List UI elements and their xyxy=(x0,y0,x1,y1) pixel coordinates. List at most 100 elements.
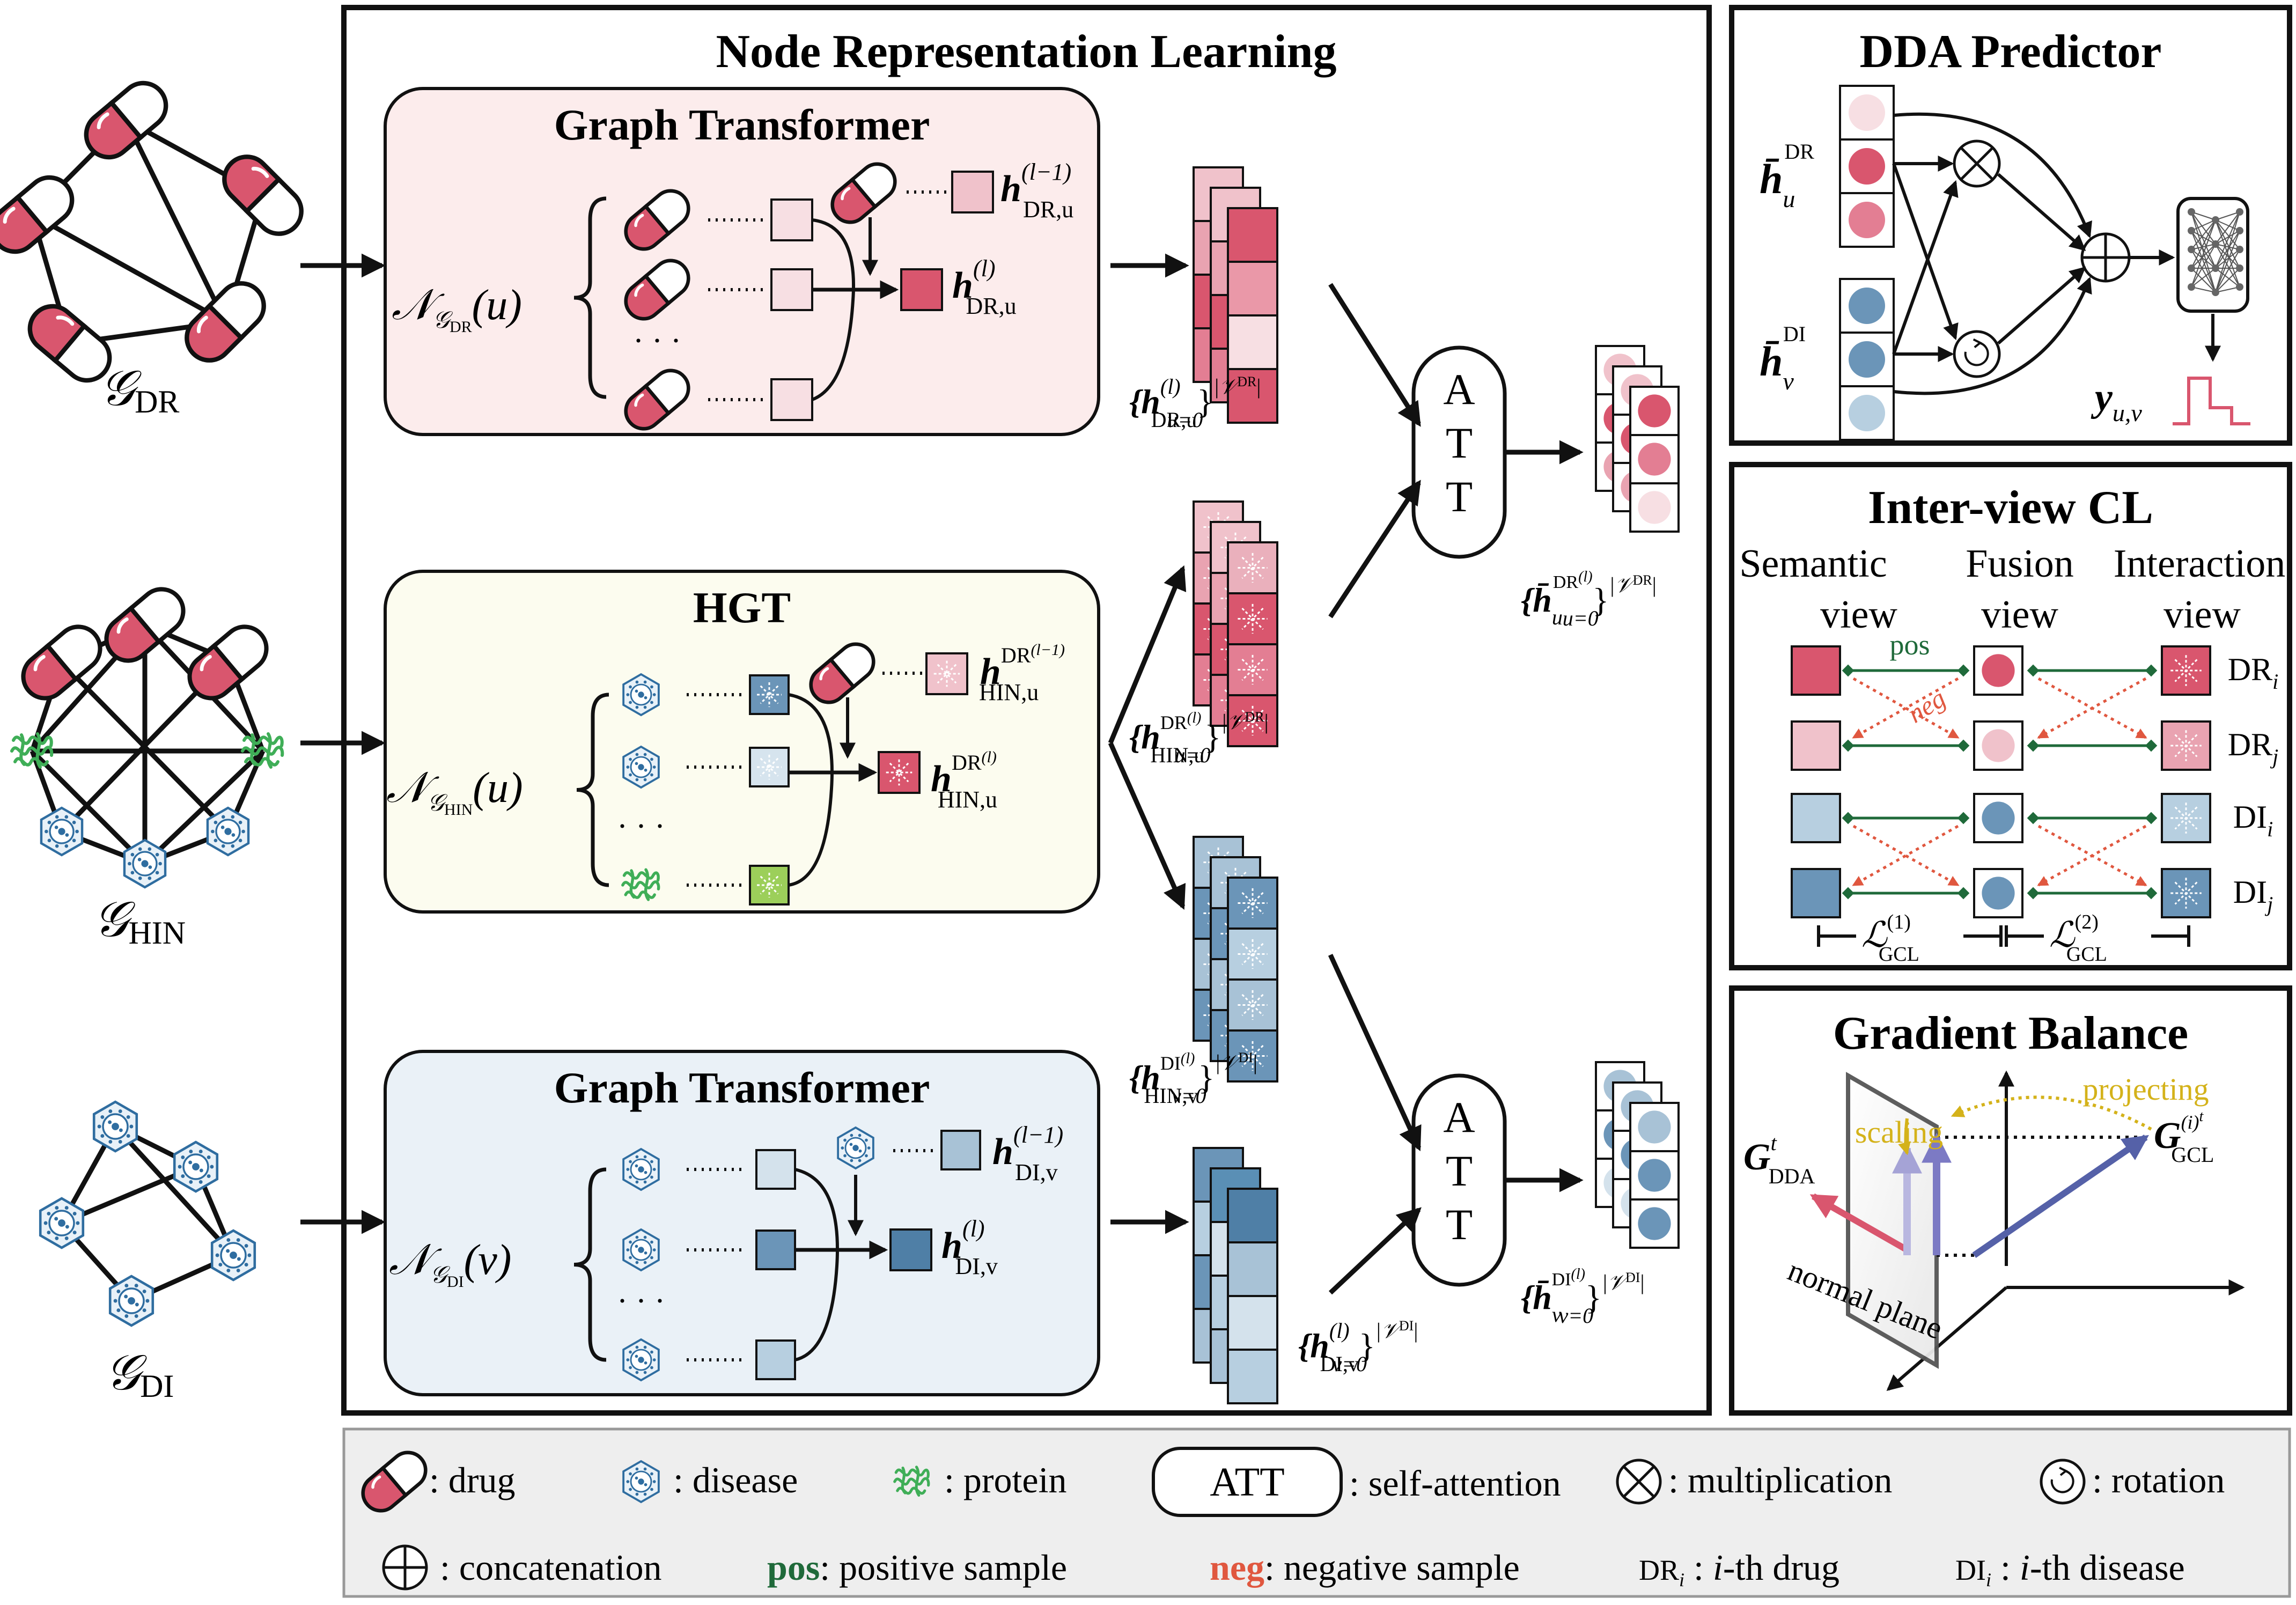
disease-icon xyxy=(622,1338,660,1382)
spike xyxy=(72,1211,77,1216)
drug-icon xyxy=(0,175,75,254)
h-prev-dr: h(l−1)DR,u xyxy=(1000,159,1073,223)
dot xyxy=(124,1294,128,1299)
att-letter: T xyxy=(1446,1200,1473,1249)
dot xyxy=(849,1143,853,1146)
dot xyxy=(644,768,647,772)
dot xyxy=(644,1361,647,1365)
scaling-arrow xyxy=(1898,1118,1911,1155)
ray xyxy=(1241,1044,1264,1067)
spike xyxy=(652,693,656,696)
vector-dot xyxy=(1849,94,1885,131)
rotation-icon xyxy=(1953,330,2001,378)
matrix-cell xyxy=(1227,1241,1278,1297)
edge xyxy=(123,119,228,323)
drug-icon xyxy=(830,162,897,224)
spike xyxy=(76,1221,80,1225)
hetero-mark xyxy=(2170,802,2202,834)
spike xyxy=(858,1159,862,1162)
spike xyxy=(211,829,215,834)
hetero-mark xyxy=(2170,878,2202,909)
spike xyxy=(643,1345,647,1349)
dot xyxy=(635,1354,638,1358)
matrix-di xyxy=(1193,1147,1278,1404)
spike xyxy=(652,1480,656,1483)
spike xyxy=(64,844,69,848)
spike xyxy=(198,1150,203,1154)
core xyxy=(638,764,644,770)
spike xyxy=(650,1350,653,1354)
spike xyxy=(130,852,135,857)
shine xyxy=(56,315,75,326)
rot-out xyxy=(1997,267,2086,345)
dot xyxy=(635,762,638,765)
ray xyxy=(1241,943,1264,966)
mlp-edge xyxy=(2215,249,2240,293)
brace xyxy=(576,693,609,887)
mlp-edge xyxy=(2215,211,2240,293)
neg-link xyxy=(1852,677,1960,739)
ray xyxy=(760,875,779,895)
legend-disease: : disease xyxy=(673,1460,798,1500)
spike xyxy=(626,1358,630,1361)
spike xyxy=(72,820,76,824)
graph-hin-label: 𝒢HIN xyxy=(93,892,186,951)
vector-dot xyxy=(1982,877,2015,910)
vector-dot xyxy=(1638,443,1671,476)
new-embedding xyxy=(900,268,943,311)
spike xyxy=(635,778,639,782)
pos-end xyxy=(2027,812,2040,824)
shine xyxy=(841,187,851,201)
view-word: view xyxy=(1981,593,2058,637)
embedding-square xyxy=(770,268,813,311)
disease-icon xyxy=(206,806,250,857)
spike xyxy=(118,1109,122,1114)
embedding-square xyxy=(755,1229,796,1270)
mlp-edge xyxy=(2215,230,2240,245)
disease-icon xyxy=(622,1147,660,1191)
spike xyxy=(850,1159,853,1162)
dda-title: DDA Predictor xyxy=(1860,26,2162,78)
mult-out xyxy=(1997,173,2086,251)
core xyxy=(192,1163,200,1170)
op-circle xyxy=(2040,1459,2086,1505)
matrix-cell xyxy=(1227,978,1278,1032)
nrl-title: Node Representation Learning xyxy=(716,26,1336,78)
ray xyxy=(1241,993,1264,1017)
spike xyxy=(841,1146,844,1150)
dot xyxy=(220,826,225,829)
spike xyxy=(635,1261,639,1264)
spike xyxy=(643,753,647,756)
dot xyxy=(237,1257,241,1261)
hetero-mark xyxy=(1238,654,1268,685)
rot-arc xyxy=(2050,1470,2074,1493)
spike xyxy=(843,1138,847,1142)
legend-drug: : drug xyxy=(429,1460,516,1500)
dot xyxy=(226,1249,230,1253)
embedding-square xyxy=(749,865,790,905)
vector-dot xyxy=(1849,288,1885,324)
row-label: DRj xyxy=(2228,727,2278,769)
hetero-mark xyxy=(1238,939,1268,969)
drug-half xyxy=(185,303,245,363)
drug-half xyxy=(128,587,186,645)
spike xyxy=(238,838,242,843)
hetero-mark xyxy=(757,873,782,897)
vector-dot xyxy=(1638,491,1671,524)
shine xyxy=(251,166,269,178)
shine xyxy=(634,283,644,297)
vector-dot xyxy=(1849,341,1885,378)
spike xyxy=(138,847,142,851)
spike xyxy=(207,1155,211,1159)
drug-half xyxy=(624,384,671,431)
att-letter: T xyxy=(1446,1146,1473,1195)
skip-v xyxy=(1893,276,2092,395)
pos-end xyxy=(2145,887,2158,900)
graph-di: 𝒢DI xyxy=(39,1100,256,1404)
gb-frame xyxy=(1729,985,2292,1416)
mlp-icon xyxy=(2176,197,2249,313)
pos-end xyxy=(1842,739,1855,752)
new-embedding xyxy=(889,1228,932,1271)
spike xyxy=(64,1206,69,1210)
